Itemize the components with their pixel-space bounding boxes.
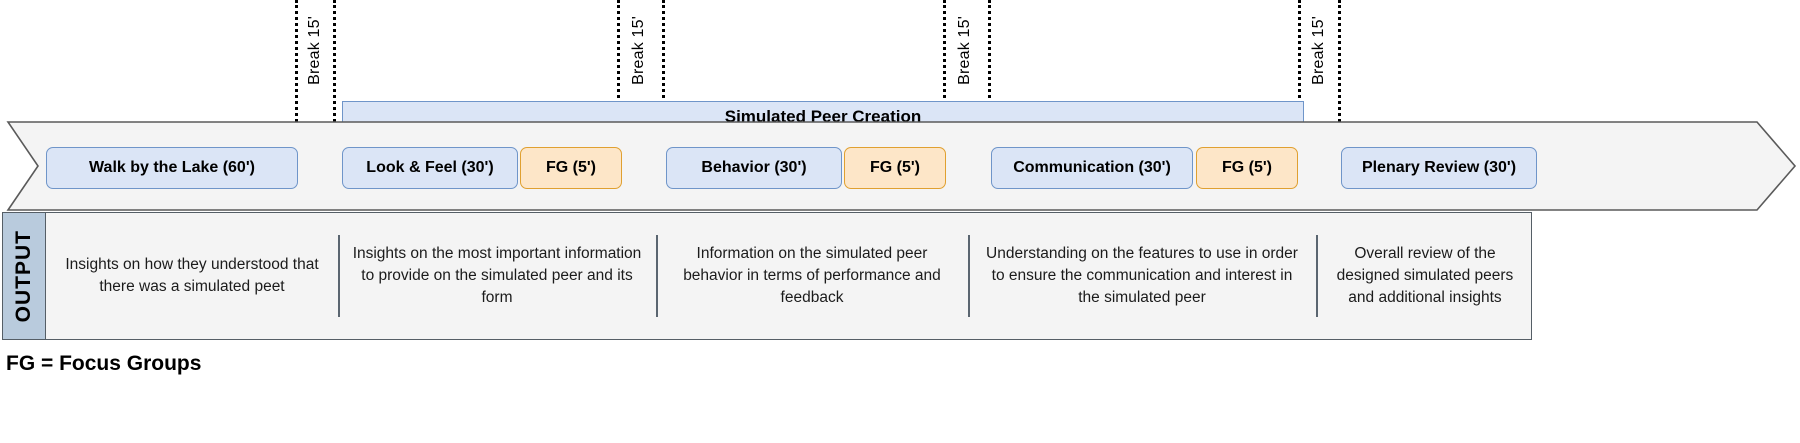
break-label: Break 15' — [630, 16, 647, 85]
session-banner: Walk by the Lake (60') Look & Feel (30') F… — [0, 121, 1800, 211]
output-cell: Insights on how they understood that the… — [46, 213, 338, 339]
session-box[interactable]: FG (5') — [520, 147, 622, 189]
output-cells: Insights on how they understood that the… — [46, 213, 1534, 339]
output-cell: Insights on the most important informati… — [338, 213, 656, 339]
break-dotted-line-left — [1298, 0, 1301, 200]
session-box[interactable]: Behavior (30') — [666, 147, 842, 189]
session-box[interactable]: Plenary Review (30') — [1341, 147, 1537, 189]
output-cell-divider — [968, 235, 970, 317]
break-dotted-line-right — [1338, 0, 1341, 200]
break-label: Break 15' — [306, 16, 323, 85]
break-dotted-line-right — [662, 0, 665, 200]
output-cell-text: Information on the simulated peer behavi… — [683, 245, 941, 306]
break-dotted-line-right — [988, 0, 991, 200]
output-cell-text: Insights on how they understood that the… — [65, 256, 319, 295]
session-box-label: FG (5') — [545, 159, 597, 176]
output-cell: Understanding on the features to use in … — [968, 213, 1316, 339]
output-row-label: OUTPUT — [3, 213, 46, 339]
break-label: Break 15' — [1310, 16, 1327, 85]
output-cell-text: Understanding on the features to use in … — [986, 245, 1298, 306]
legend-fg: FG = Focus Groups — [6, 352, 202, 375]
output-label-text: OUTPUT — [12, 229, 35, 323]
session-box[interactable]: Walk by the Lake (60') — [46, 147, 298, 189]
break-dotted-line-left — [295, 0, 298, 200]
output-cell-divider — [1316, 235, 1318, 317]
session-box-label: Walk by the Lake (60') — [89, 159, 255, 176]
session-box-label: FG (5') — [869, 159, 921, 176]
session-box-label: Behavior (30') — [701, 159, 807, 176]
session-box-list: Walk by the Lake (60') Look & Feel (30') F… — [0, 121, 1800, 211]
session-box[interactable]: FG (5') — [844, 147, 946, 189]
output-cell-divider — [656, 235, 658, 317]
session-box-label: Plenary Review (30') — [1361, 159, 1517, 176]
output-cell-divider — [338, 235, 340, 317]
session-box-label: FG (5') — [1221, 159, 1273, 176]
session-box[interactable]: FG (5') — [1196, 147, 1298, 189]
break-dotted-line-left — [617, 0, 620, 200]
output-cell-text: Insights on the most important informati… — [352, 245, 642, 306]
session-box-label: Communication (30') — [1013, 159, 1171, 176]
output-cell-text: Overall review of the designed simulated… — [1336, 245, 1514, 306]
output-cell: Information on the simulated peer behavi… — [656, 213, 968, 339]
simulated-peer-creation-label: Simulated Peer Creation — [724, 106, 922, 126]
output-cell: Overall review of the designed simulated… — [1316, 213, 1534, 339]
break-dotted-line-left — [943, 0, 946, 200]
break-label: Break 15' — [956, 16, 973, 85]
output-row: OUTPUT Insights on how they understood t… — [2, 212, 1532, 340]
session-box[interactable]: Communication (30') — [991, 147, 1193, 189]
session-box-label: Look & Feel (30') — [366, 159, 494, 176]
break-dotted-line-right — [333, 0, 336, 200]
session-box[interactable]: Look & Feel (30') — [342, 147, 518, 189]
